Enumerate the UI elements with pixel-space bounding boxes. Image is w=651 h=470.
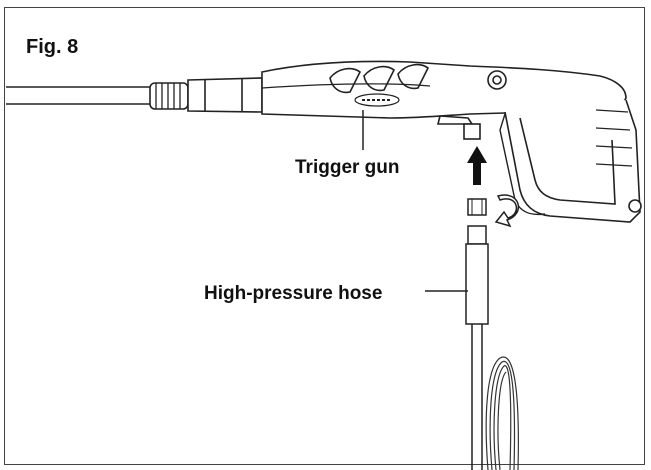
hose-connector-icon — [467, 198, 487, 216]
high-pressure-hose-label: High-pressure hose — [204, 283, 383, 304]
high-pressure-hose — [465, 225, 489, 470]
trigger-gun-label: Trigger gun — [295, 157, 400, 178]
trigger-gun-icon — [6, 60, 642, 223]
figure-label: Fig. 8 — [26, 36, 79, 58]
hose-coil-icon — [485, 356, 519, 470]
up-arrow-icon — [467, 146, 487, 185]
rotate-arrow-icon — [494, 194, 520, 228]
